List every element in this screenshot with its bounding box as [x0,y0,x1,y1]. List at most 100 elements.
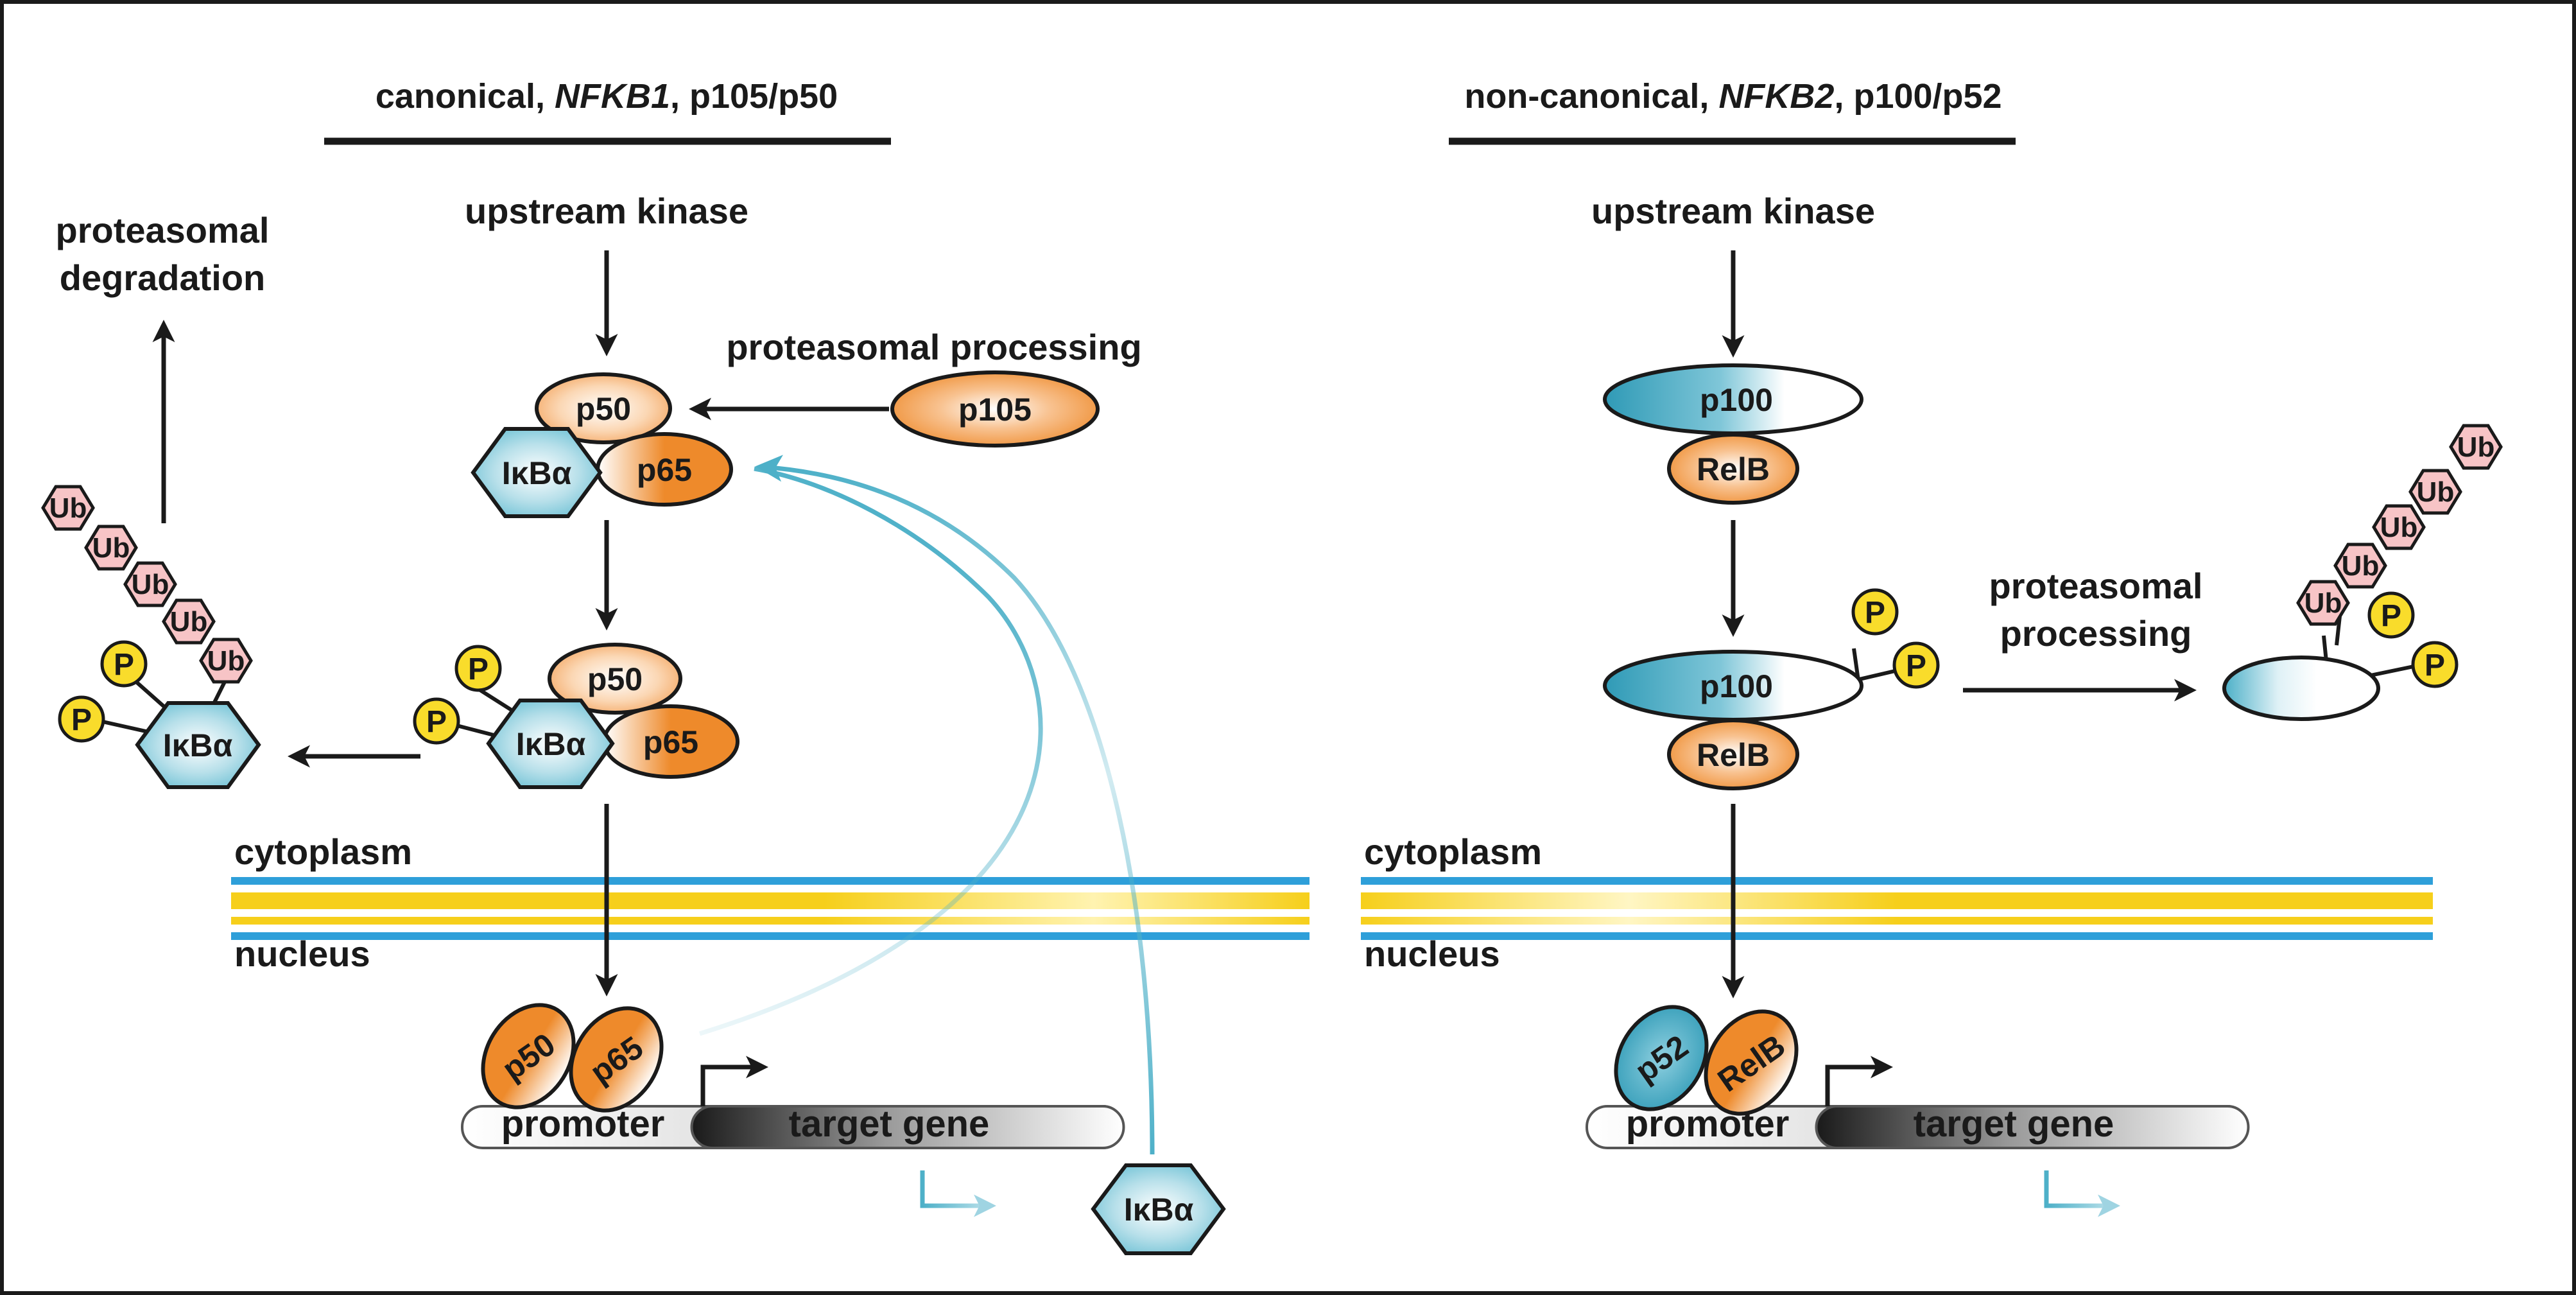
svg-text:p50: p50 [587,661,643,697]
ubiquitin-icon: Ub [84,525,138,571]
svg-text:Ub: Ub [2457,431,2495,463]
svg-text:p65: p65 [643,724,698,760]
newly-synthesized-ikba: IκBα [1091,1163,1226,1255]
ub-chain: Ub Ub Ub Ub Ub [41,485,253,684]
ubiquitinated-ikba: Ub Ub Ub Ub Ub [41,485,261,789]
svg-text:P: P [71,703,92,737]
ikba-protein [135,701,261,789]
transcription-start-arrow [700,1056,768,1106]
noncanonical-nuclear-membrane [1361,877,2433,940]
svg-text:P: P [114,648,134,682]
svg-text:P: P [1865,596,1885,630]
phosphate-icon: P [454,645,502,692]
svg-text:P: P [2425,648,2445,682]
svg-text:p100: p100 [1700,382,1773,418]
noncanonical-panel: non-canonical, NFKB2, p100/p52 upstream … [1361,77,2503,1217]
ubiquitin-icon: Ub [2449,424,2503,470]
complex-ikba-p50-p65: p50 p65 IκBα [471,372,733,518]
svg-text:Ub: Ub [207,645,245,677]
ubiquitin-icon: Ub [123,561,177,607]
transcript-arrow [920,1170,996,1217]
phosphate-icon: P [1892,641,1940,689]
ubiquitin-icon: Ub [2408,469,2462,515]
complex-p100-relb: p100 RelB [1603,363,1863,505]
degradation-label-line1: proteasomal [56,210,270,250]
ubiquitin-icon: Ub [41,485,95,531]
svg-text:p50: p50 [576,391,631,427]
noncanonical-transcription-start-arrow [1825,1056,1893,1106]
p50-protein [548,643,682,715]
ub-chain: Ub Ub Ub Ub Ub [2296,424,2503,626]
phosphate-icon: P [2367,591,2415,639]
svg-text:RelB: RelB [1697,451,1770,487]
svg-text:Ub: Ub [132,569,169,600]
ikba-protein [471,427,603,518]
ubiquitin-icon: Ub [199,638,253,684]
canonical-panel: canonical, NFKB1, p105/p50 upstream kina… [41,77,1310,1255]
svg-text:P: P [2381,599,2401,633]
ubiquitin-icon: Ub [2372,504,2426,550]
phosphate-icon: P [413,697,460,745]
svg-text:Ub: Ub [2342,550,2380,582]
noncanonical-upstream-kinase-label: upstream kinase [1591,191,1875,231]
proteasomal-processing-label: proteasomal processing [726,327,1141,367]
svg-text:P: P [426,705,447,739]
p65-protein [569,1006,664,1113]
phosphate-icon: P [58,695,105,743]
svg-text:IκBα: IκBα [516,726,586,762]
noncanonical-processing-label-line2: processing [2000,613,2192,654]
p52-protein [1614,1005,1709,1111]
target-gene-label: target gene [789,1103,990,1145]
noncanonical-dna-track: promoter target gene [1586,1103,2250,1149]
noncanonical-heading: non-canonical, NFKB2, p100/p52 [1464,77,2001,116]
feedback-curve-ikba [755,455,1155,1155]
canonical-heading: canonical, NFKB1, p105/p50 [376,77,838,116]
canonical-upstream-kinase-label: upstream kinase [465,191,748,231]
phosphate-icon: P [1851,588,1899,636]
svg-text:P: P [468,652,488,686]
svg-text:Ub: Ub [2380,512,2418,543]
svg-text:RelB: RelB [1697,737,1770,773]
noncanonical-transcript-arrow [2044,1170,2120,1217]
svg-text:IκBα: IκBα [502,455,572,491]
cytoplasm-label: cytoplasm [234,831,412,872]
noncanonical-cytoplasm-label: cytoplasm [1364,831,1542,872]
nucleus-label: nucleus [234,934,370,974]
processed-remnant [2222,656,2380,721]
complex-phospho-ikba-p50-p65: p50 p65 IκBα P P [413,643,739,789]
ubiquitin-icon: Ub [2333,543,2387,589]
svg-text:p105: p105 [958,392,1032,428]
relb-protein [1704,1009,1799,1116]
svg-text:p65: p65 [637,452,692,488]
relb-protein [1667,433,1799,505]
svg-text:Ub: Ub [49,492,87,524]
svg-text:IκBα: IκBα [1124,1192,1194,1228]
relb-protein [1667,718,1799,790]
p105-protein: p105 [890,370,1100,448]
complex-phospho-p100-relb: p100 RelB P P [1603,588,1940,790]
phosphate-icon: P [2411,641,2459,688]
ikba-protein [486,699,615,789]
p50-protein [535,372,672,444]
phosphate-icon: P [100,640,148,688]
ubiquitinated-p100-remnant: Ub Ub Ub Ub Ub [2222,424,2503,721]
svg-text:Ub: Ub [2304,587,2342,619]
promoter-label: promoter [501,1103,665,1145]
noncanonical-nucleus-label: nucleus [1364,934,1500,974]
ubiquitin-icon: Ub [162,598,216,645]
nuclear-membrane [231,877,1310,940]
degradation-label-line2: degradation [60,257,265,298]
noncanonical-target-gene-label: target gene [1914,1103,2114,1145]
svg-text:Ub: Ub [170,606,208,638]
ubiquitin-icon: Ub [2296,580,2350,626]
nuclear-p50-p65-dimer: p50 p65 [481,1003,664,1113]
svg-text:Ub: Ub [2417,476,2455,508]
dna-track: promoter target gene [461,1103,1125,1149]
noncanonical-processing-label-line1: proteasomal [1989,566,2203,606]
svg-text:p100: p100 [1700,668,1773,704]
feedback-curve-p65 [698,466,1043,1036]
svg-text:Ub: Ub [92,532,130,564]
svg-text:P: P [1906,649,1926,683]
